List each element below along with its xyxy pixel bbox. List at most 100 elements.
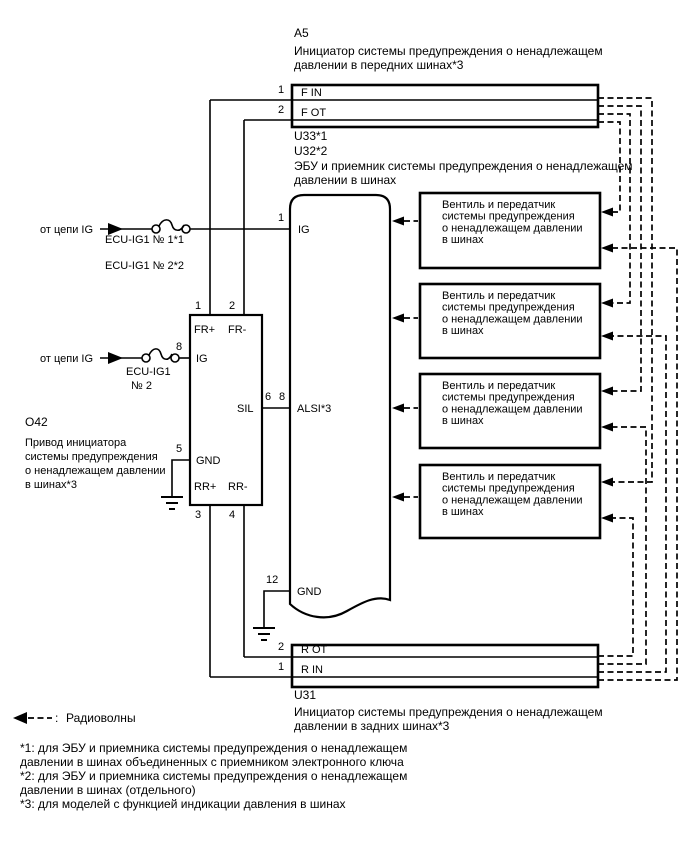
front-initiator-desc: Инициатор системы предупреждения о ненад… [294, 44, 603, 58]
valve-desc: Вентиль и передатчик [442, 199, 555, 211]
valve-desc: системы предупреждения [442, 302, 575, 314]
valve-desc: Вентиль и передатчик [442, 290, 555, 302]
radio-links [392, 97, 678, 681]
valve-transmitter-3: Вентиль и передатчик системы предупрежде… [442, 380, 583, 427]
valve-transmitter-2: Вентиль и передатчик системы предупрежде… [442, 290, 583, 337]
actuator-desc: о ненадлежащем давлении [25, 465, 166, 477]
actuator-desc: Привод инициатора [25, 437, 127, 449]
valve-desc: системы предупреждения [442, 211, 575, 223]
radio-rear-1 [598, 247, 678, 681]
radio-arrow-icon [392, 216, 404, 226]
pin-number-alsi: 8 [279, 391, 285, 403]
valve-desc: Вентиль и передатчик [442, 471, 555, 483]
feed-arrow-icon [108, 223, 123, 235]
actuator-desc: в шинах*3 [25, 479, 77, 491]
valve-desc: в шинах [442, 234, 484, 246]
rear-initiator-desc: Инициатор системы предупреждения о ненад… [294, 705, 603, 719]
ground-symbol-receiver [253, 627, 275, 641]
pin-number-gnd: 12 [266, 574, 278, 586]
pin-number-frminus: 2 [229, 300, 235, 312]
ig-source-label-2: от цепи IG [40, 353, 93, 365]
footnote-1: давлении в шинах объединенных с приемник… [20, 755, 404, 769]
actuator-desc: системы предупреждения [25, 451, 158, 463]
fuse2-label-2: № 2 [131, 380, 152, 392]
receiver-desc: ЭБУ и приемник системы предупреждения о … [294, 159, 633, 173]
radio-rear-4 [598, 517, 634, 657]
front-initiator-desc: давлении в передних шинах*3 [294, 58, 464, 72]
pin-number-ig: 1 [278, 212, 284, 224]
valve-desc: о ненадлежащем давлении [442, 403, 583, 415]
rear-initiator-box [290, 643, 600, 689]
pin-number-rin: 1 [278, 661, 284, 673]
receiver-desc: давлении в шинах [294, 173, 396, 187]
pin-label-frminus: FR- [228, 324, 247, 336]
receiver-code-2: U32*2 [294, 144, 328, 158]
fuse-element [148, 348, 173, 361]
wire-receiver-gnd [263, 590, 290, 628]
legend-radio-waves: : Радиоволны [13, 711, 136, 725]
front-initiator-code: A5 [294, 26, 309, 40]
valve-transmitter-4: Вентиль и передатчик системы предупрежде… [442, 471, 583, 518]
pin-label-o42-ig: IG [196, 353, 208, 365]
radio-arrow-icon [601, 298, 613, 308]
pin-number-fot: 2 [278, 104, 284, 116]
radio-arrow-icon [392, 313, 404, 323]
radio-arrow-icon [601, 331, 613, 341]
rear-initiator-code: U31 [294, 688, 316, 702]
footnote-2: *2: для ЭБУ и приемника системы предупре… [20, 769, 407, 783]
radio-arrow-icon [601, 386, 613, 396]
footnote-2: давлении в шинах (отдельного) [20, 783, 196, 797]
receiver-code-1: U33*1 [294, 129, 328, 143]
valve-desc: в шинах [442, 325, 484, 337]
radio-arrow-icon [601, 207, 613, 217]
valve-desc: о ненадлежащем давлении [442, 313, 583, 325]
valve-desc: системы предупреждения [442, 483, 575, 495]
pin-label-rrminus: RR- [228, 481, 248, 493]
pin-label-fot: F OT [301, 107, 326, 119]
valve-desc: о ненадлежащем давлении [442, 494, 583, 506]
pin-number-rot: 2 [278, 641, 284, 653]
fuse1-label-1: ECU-IG1 № 1*1 [105, 234, 184, 246]
valve-desc: в шинах [442, 506, 484, 518]
valve-desc: Вентиль и передатчик [442, 380, 555, 392]
fuse1-label-2: ECU-IG1 № 2*2 [105, 260, 184, 272]
radio-rear-2 [598, 335, 667, 673]
pin-label-rrplus: RR+ [194, 481, 216, 493]
legend-arrow-icon [13, 712, 27, 724]
valve-transmitter-1: Вентиль и передатчик системы предупрежде… [442, 199, 583, 246]
fuse2-label-1: ECU-IG1 [126, 366, 171, 378]
pin-label-ig: IG [298, 224, 310, 236]
pin-number-o42-ig: 8 [176, 341, 182, 353]
valve-transmitter-box-3 [418, 372, 602, 450]
footnote-1: *1: для ЭБУ и приемника системы предупре… [20, 741, 407, 755]
radio-front-1 [598, 121, 621, 213]
fuse-terminal [141, 353, 151, 363]
valve-transmitter-box-4 [418, 463, 602, 540]
pin-label-gnd: GND [297, 586, 322, 598]
pin-number-rrplus: 3 [195, 509, 201, 521]
ig-source-label-1: от цепи IG [40, 224, 93, 236]
actuator-code: O42 [25, 415, 48, 429]
pin-label-frplus: FR+ [194, 324, 215, 336]
radio-front-2 [598, 113, 631, 304]
pin-label-fin: F IN [301, 87, 322, 99]
radio-arrow-icon [392, 492, 404, 502]
valve-transmitter-box-2 [418, 282, 602, 360]
radio-arrow-icon [601, 422, 613, 432]
legend-label: Радиоволны [66, 711, 136, 725]
fuse-terminal [170, 353, 180, 363]
fuse-ecu-ig1-1 [151, 219, 191, 234]
pin-number-o42-gnd: 5 [176, 443, 182, 455]
fuse-element [158, 219, 185, 232]
footnote-3: *3: для моделей с функцией индикации дав… [20, 797, 346, 811]
pin-label-rot: R OT [301, 644, 328, 656]
valve-transmitter-box-1 [418, 191, 602, 270]
receiver-box [288, 193, 392, 619]
pin-label-sil: SIL [237, 403, 254, 415]
pin-number-sil: 6 [265, 391, 271, 403]
legend-separator: : [55, 711, 58, 725]
rear-initiator-desc: давлении в задних шинах*3 [294, 719, 450, 733]
pin-number-fin: 1 [278, 84, 284, 96]
pin-number-frplus: 1 [195, 300, 201, 312]
